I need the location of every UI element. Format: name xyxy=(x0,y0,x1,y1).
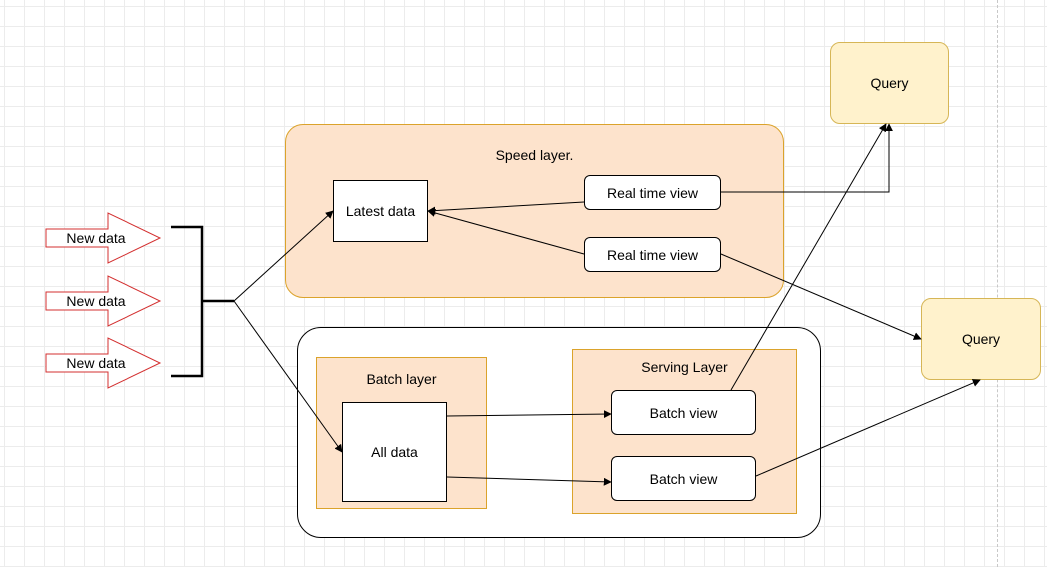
batch-view-label-1: Batch view xyxy=(649,404,718,421)
edge-batch-view-2-to-query-2 xyxy=(755,379,981,477)
real-time-view-label-2: Real time view xyxy=(606,246,699,263)
edge-rt-view-1-to-query-1 xyxy=(721,123,893,193)
batch-view-node-1[interactable]: Batch view xyxy=(611,390,756,435)
all-data-label: All data xyxy=(371,444,418,460)
new-data-arrow-1[interactable] xyxy=(45,212,162,264)
new-data-label-1: New data xyxy=(46,225,160,251)
edge-rt-view-2-to-query-2 xyxy=(720,253,922,340)
batch-layer-title: Batch layer xyxy=(366,371,437,387)
batch-view-node-2[interactable]: Batch view xyxy=(611,456,756,501)
new-data-text-3: New data xyxy=(66,355,126,371)
query-label-1: Query xyxy=(870,75,909,91)
new-data-text-1: New data xyxy=(66,230,126,246)
batch-view-label-2: Batch view xyxy=(649,470,718,487)
edge-all-data-to-batch-view-1 xyxy=(446,410,612,419)
query-node-1[interactable]: Query xyxy=(830,42,949,124)
new-data-label-2: New data xyxy=(46,288,160,314)
query-node-2[interactable]: Query xyxy=(921,298,1041,380)
edge-input-to-latest-data xyxy=(233,210,334,302)
edge-batch-view-1-to-query-1 xyxy=(730,123,887,391)
real-time-view-label-1: Real time view xyxy=(606,184,699,201)
speed-layer-title: Speed layer. xyxy=(495,147,574,163)
latest-data-node[interactable]: Latest data xyxy=(333,180,428,242)
edge-input-to-all-data xyxy=(233,300,343,453)
serving-layer-title: Serving Layer xyxy=(641,359,728,375)
real-time-view-node-1[interactable]: Real time view xyxy=(584,175,721,210)
page-break-guide xyxy=(997,0,998,567)
edge-rt-view-2-to-latest-data xyxy=(427,209,585,255)
edge-all-data-to-batch-view-2 xyxy=(446,476,612,486)
new-data-text-2: New data xyxy=(66,293,126,309)
new-data-arrow-2[interactable] xyxy=(45,275,162,327)
new-data-arrow-3[interactable] xyxy=(45,337,162,389)
query-label-2: Query xyxy=(961,331,1001,347)
input-merge-bracket xyxy=(171,225,234,378)
new-data-label-3: New data xyxy=(46,350,160,376)
real-time-view-node-2[interactable]: Real time view xyxy=(584,237,721,272)
edge-rt-view-1-to-latest-data xyxy=(427,201,585,215)
all-data-node[interactable]: All data xyxy=(342,402,447,502)
latest-data-label: Latest data xyxy=(345,203,416,219)
